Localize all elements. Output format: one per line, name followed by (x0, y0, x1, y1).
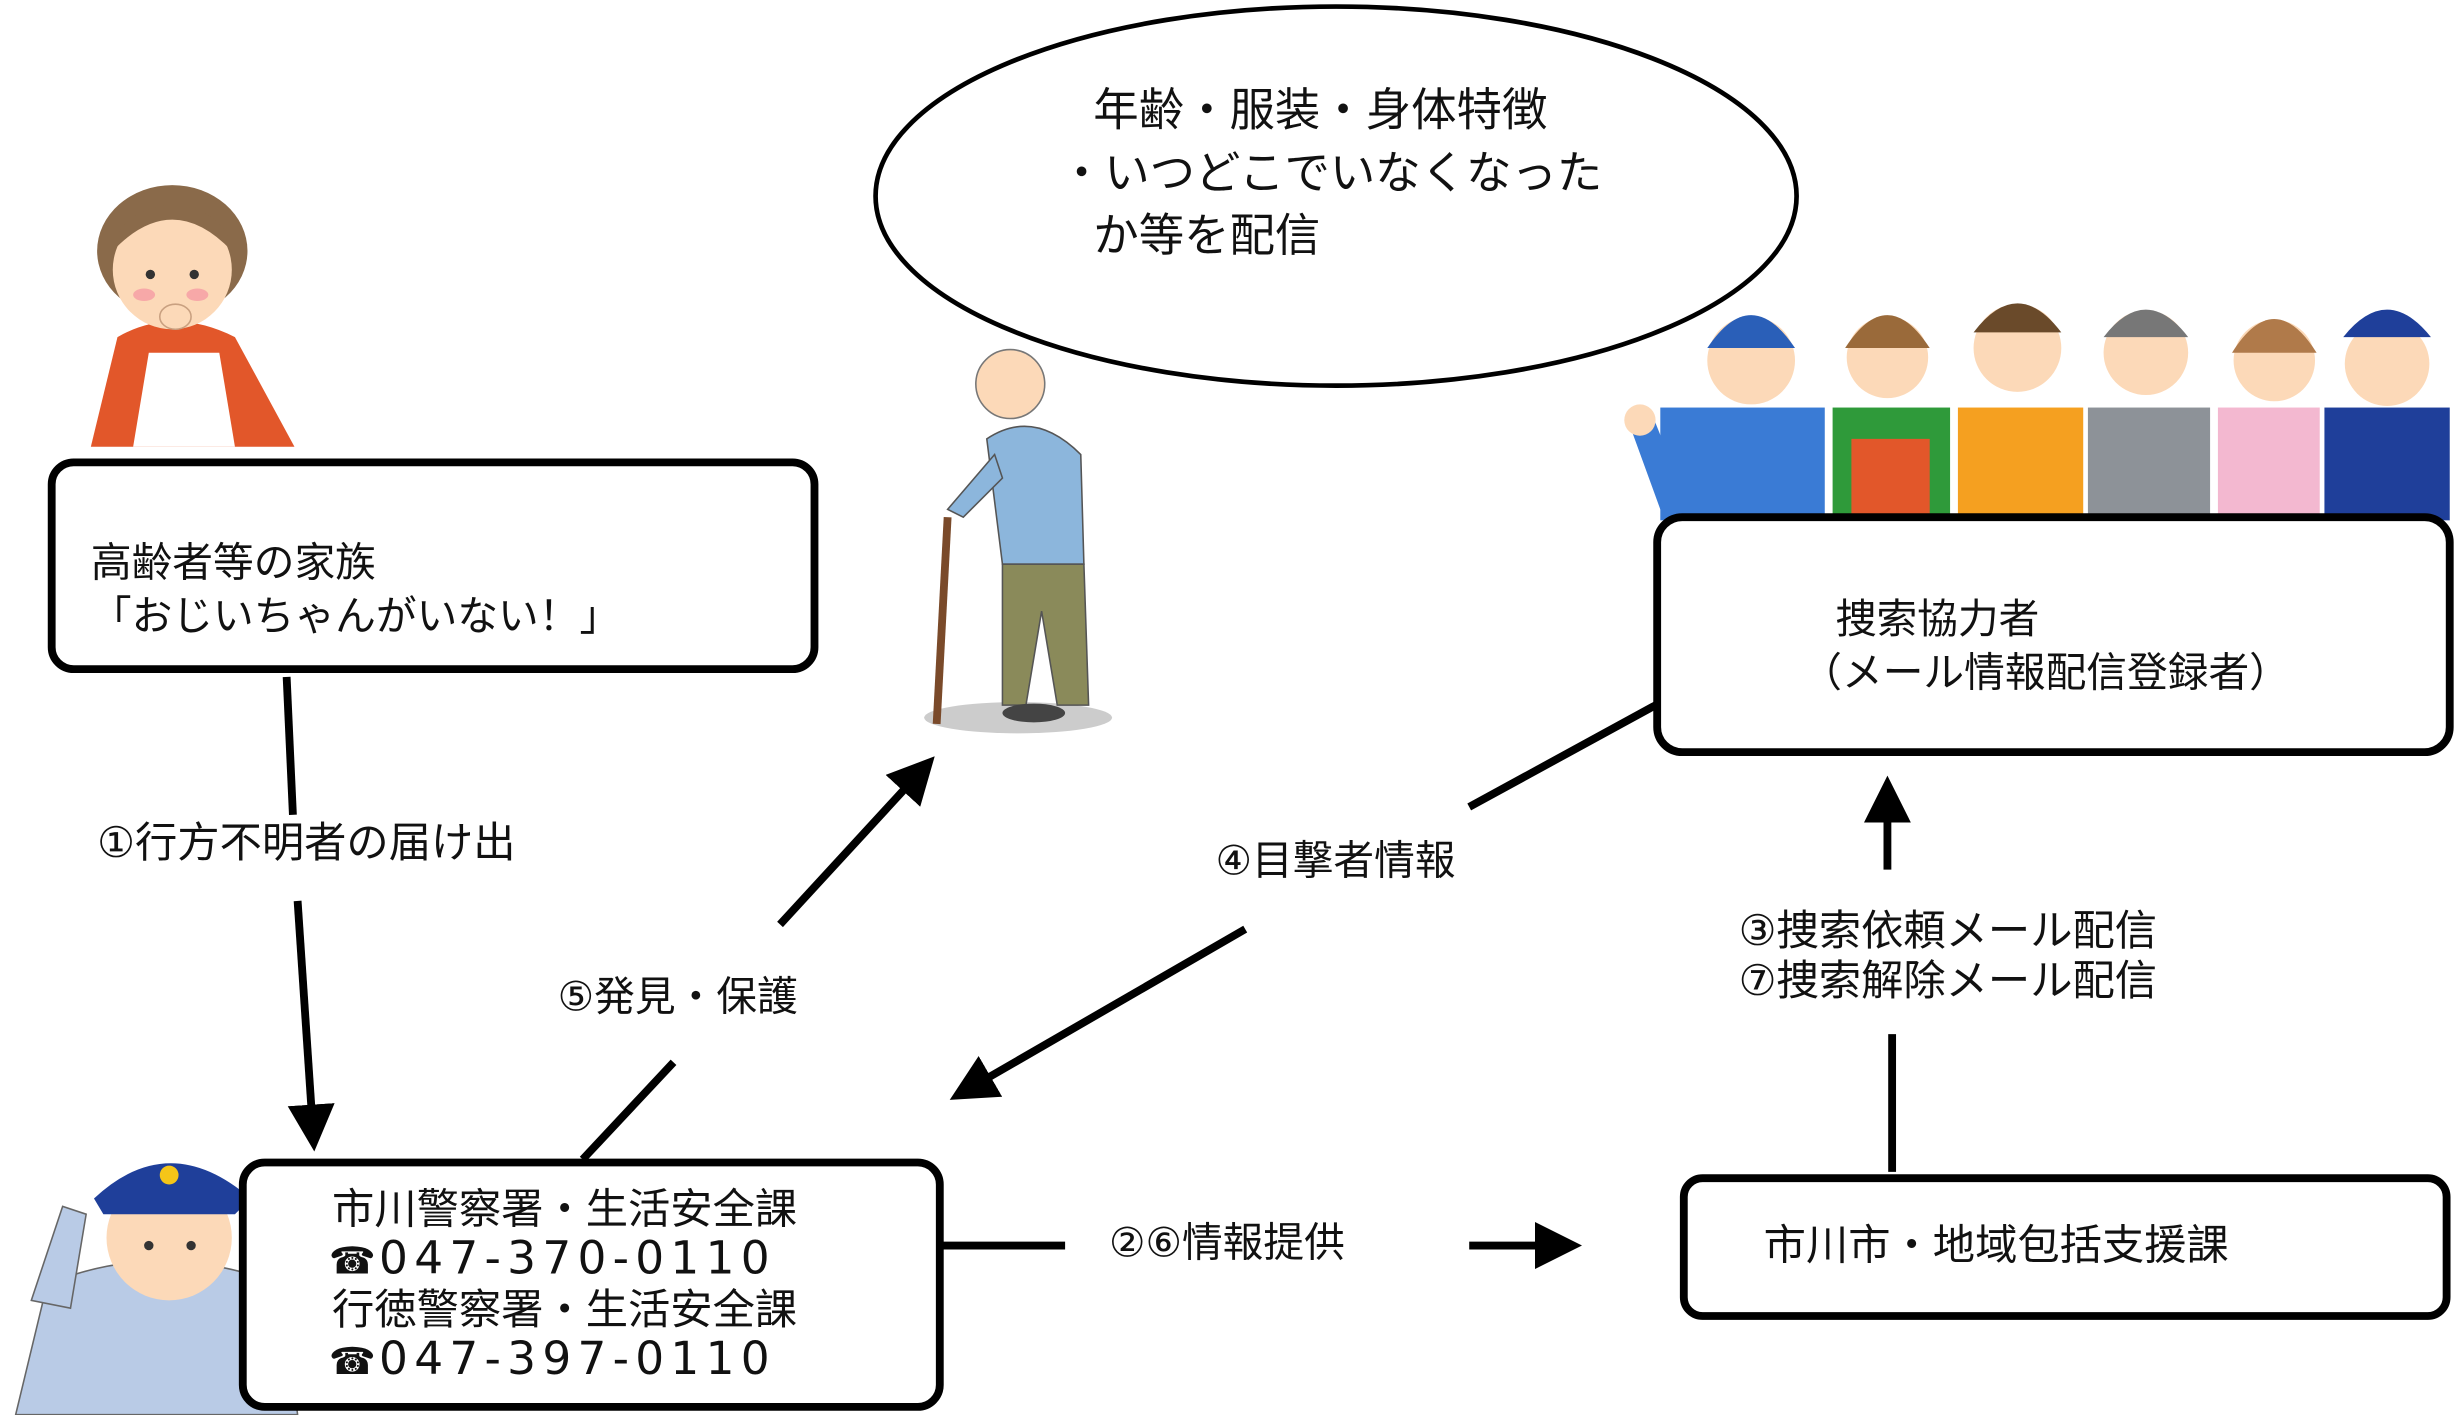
worried-family-illustration (90, 185, 295, 447)
step26-label: ②⑥情報提供 (1109, 1218, 1345, 1266)
step3-label: ③捜索依頼メール配信 (1739, 906, 2157, 955)
police-phone-1: 047-370-0110 (379, 1232, 776, 1285)
police-box-line2: 行徳警察署・生活安全課 (332, 1285, 797, 1334)
phone-icon: ☎ (329, 1339, 376, 1383)
cooperators-box-line1: 捜索協力者 (1836, 595, 2040, 643)
connectors (282, 676, 1911, 1270)
arrow-step1 (287, 900, 335, 1152)
family-box: 高齢者等の家族 「おじいちゃんがいない！」 (47, 458, 819, 674)
missing-elderly-man-illustration (924, 348, 1113, 734)
police-phone-2: 047-397-0110 (379, 1332, 776, 1385)
city-box: 市川市・地域包括支援課 (1679, 1174, 2451, 1320)
phone-icon: ☎ (329, 1239, 376, 1283)
arrow-step4 (949, 925, 1248, 1100)
bubble-line-3: か等を配信 (1093, 209, 1320, 262)
step5-label: ⑤発見・保護 (558, 973, 798, 1021)
family-box-line1: 高齢者等の家族 (91, 539, 376, 587)
step1-label: ①行方不明者の届け出 (97, 818, 515, 867)
step4-label: ④目撃者情報 (1215, 836, 1455, 884)
police-box: 市川警察署・生活安全課 ☎ 047-370-0110 行徳警察署・生活安全課 ☎… (238, 1158, 944, 1411)
cooperators-box-line2: （メール情報配信登録者） (1801, 648, 2290, 696)
bubble-line-2: ・いつどこでいなくなった (1059, 146, 1603, 199)
police-officer-illustration (14, 1163, 299, 1415)
family-box-line2: 「おじいちゃんがいない！」 (91, 592, 620, 640)
search-cooperators-illustration (1624, 303, 2450, 521)
broadcast-bubble: 年齢・服装・身体特徴 ・いつどこでいなくなった か等を配信 (873, 4, 1799, 388)
step7-label: ⑦捜索解除メール配信 (1739, 956, 2157, 1005)
bubble-line-1: 年齢・服装・身体特徴 (1093, 84, 1547, 137)
city-box-label: 市川市・地域包括支援課 (1764, 1221, 2229, 1270)
police-box-line1: 市川警察署・生活安全課 (332, 1185, 797, 1234)
cooperators-box: 捜索協力者 （メール情報配信登録者） (1653, 513, 2454, 757)
connector-step1-upper (282, 676, 297, 815)
connector-step4-upper (1467, 701, 1658, 811)
arrow-step5 (777, 756, 935, 928)
connector-step5-lower (579, 1059, 677, 1163)
